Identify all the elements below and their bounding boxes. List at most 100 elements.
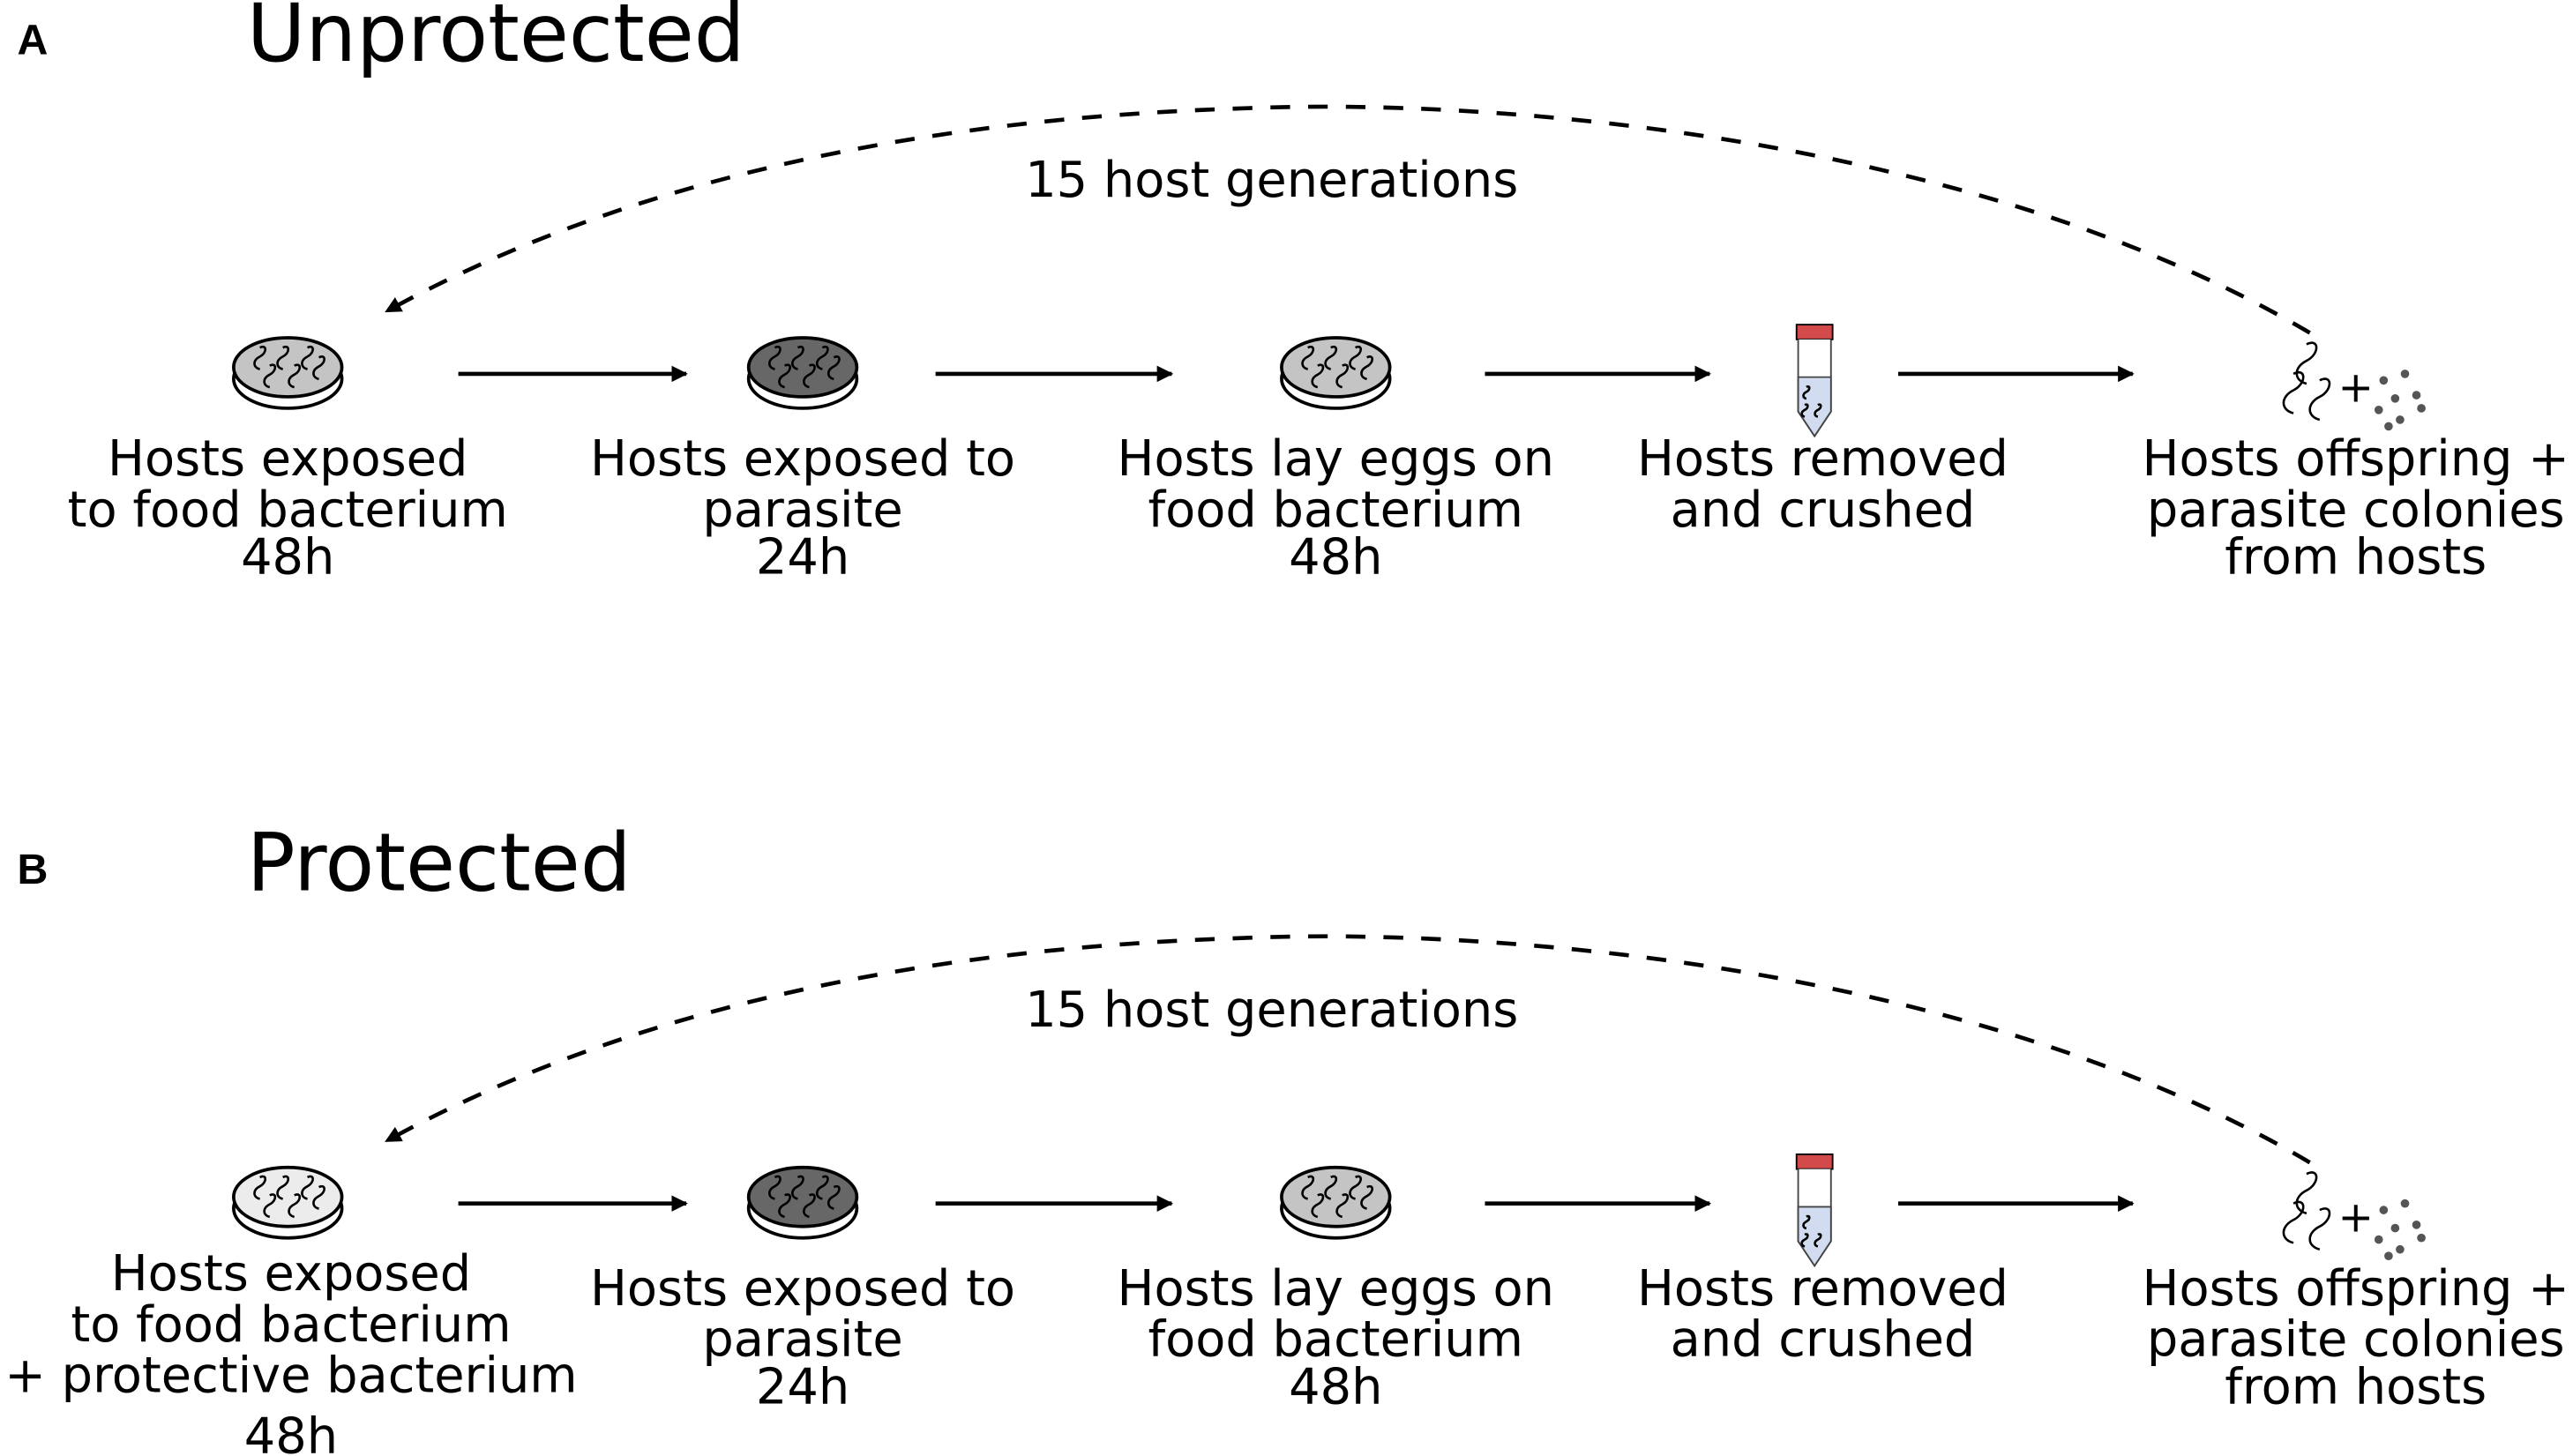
step-label-line: Hosts exposed to (590, 1260, 1015, 1318)
parasite-colony-dot (2374, 1235, 2383, 1244)
parasite-colony-dot (2417, 1233, 2426, 1243)
worm-shape (1349, 1175, 1363, 1200)
plate-food-bacterium-icon (232, 336, 344, 410)
tube-cap (1795, 1153, 1834, 1170)
worm-shape (1335, 363, 1350, 389)
offspring-and-colonies-icon: + (2282, 1171, 2426, 1261)
step-label-line: Hosts exposed (111, 1245, 471, 1303)
parasite-colony-dot (2400, 1198, 2410, 1208)
worm-shape (263, 1193, 277, 1219)
worm-shape (2282, 370, 2305, 414)
worm-shape (312, 1184, 325, 1210)
worm-shape (1324, 1175, 1338, 1200)
plate-food-bacterium-icon (1280, 336, 1392, 410)
step-label-line: Hosts lay eggs on (1118, 430, 1555, 488)
worm-shape (778, 363, 791, 389)
plate-food-bacterium-icon (1280, 1165, 1392, 1240)
worm-shape (253, 1175, 267, 1200)
plus-sign: + (2337, 363, 2374, 413)
step-label-line: Hosts lay eggs on (1118, 1260, 1555, 1318)
worm-shape (2295, 1171, 2318, 1215)
step-5: +Hosts offspring +parasite coloniesfrom … (2143, 1171, 2569, 1416)
cycle-arrow-dashed (385, 934, 2311, 1165)
step-label-line: Hosts offspring + (2143, 1260, 2569, 1318)
plate-parasite-icon (746, 1165, 859, 1240)
step-5: +Hosts offspring +parasite coloniesfrom … (2143, 341, 2569, 586)
step-label-line: 48h (1289, 529, 1382, 586)
worm-shape (1802, 385, 1811, 400)
offspring-and-colonies-icon: + (2282, 341, 2426, 431)
parasite-colony-dot (2390, 1223, 2400, 1233)
step-label-line: food bacterium (1148, 482, 1524, 539)
worm-shape (1311, 363, 1325, 389)
worm-shape (768, 1175, 782, 1200)
plate-parasite-icon (746, 336, 859, 410)
worm-shape (288, 363, 302, 389)
plate-food-protective-bacterium-icon (232, 1165, 344, 1240)
worm-shape (2282, 1200, 2305, 1244)
plate-top (1280, 1165, 1392, 1228)
plate-top (746, 1165, 859, 1228)
step-label-line: Hosts removed (1637, 430, 2008, 488)
worm-shape (1301, 345, 1315, 370)
parasite-colony-dot (2417, 404, 2426, 413)
worm-shape (1800, 1233, 1809, 1248)
worm-shape (276, 345, 290, 370)
worm-shape (301, 1175, 314, 1200)
panel-title: Protected (247, 817, 632, 910)
panel-title: Unprotected (247, 0, 745, 80)
worm-shape (288, 1193, 302, 1219)
cycle-label: 15 host generations (1025, 152, 1518, 209)
step-label-line: parasite colonies (2147, 482, 2565, 539)
worm-shape (803, 363, 816, 389)
parasite-colony-dot (2396, 415, 2405, 424)
worm-shape (1360, 1184, 1374, 1210)
plus-sign: + (2337, 1192, 2374, 1242)
worm-shape (827, 1184, 841, 1210)
worm-shape (1814, 403, 1822, 418)
worm-shape (1349, 345, 1363, 370)
tube-icon (1795, 1153, 1834, 1268)
step-label-line: and crushed (1671, 1311, 1976, 1369)
worm-shape (791, 1175, 804, 1200)
worm-shape (815, 1175, 829, 1200)
step-label-line: to food bacterium (71, 1296, 511, 1354)
parasite-colony-dot (2374, 405, 2383, 414)
panel-letter: A (17, 16, 48, 63)
tube-liquid (1797, 376, 1832, 438)
tube-icon (1795, 324, 1834, 438)
worm-shape (263, 363, 277, 389)
worm-shape (1360, 355, 1374, 381)
step-label-line: Hosts removed (1637, 1260, 2008, 1318)
worm-shape (768, 345, 782, 370)
worm-shape (1324, 345, 1338, 370)
step-label-line: parasite (702, 482, 902, 539)
worm-shape (2308, 377, 2331, 422)
parasite-colony-dot (2384, 422, 2393, 431)
step-label-line: parasite (702, 1311, 902, 1369)
step-label-line: 48h (241, 529, 334, 586)
worm-shape (1335, 1193, 1350, 1219)
worm-shape (1301, 1175, 1315, 1200)
worm-shape (827, 355, 841, 381)
worm-shape (803, 1193, 816, 1219)
step-label-line: Hosts offspring + (2143, 430, 2569, 488)
step-label-line: Hosts exposed to (590, 430, 1015, 488)
step-label-line: 48h (1289, 1359, 1382, 1416)
worm-shape (312, 355, 325, 381)
step-label-line: from hosts (2225, 1359, 2487, 1416)
worm-shape (791, 345, 804, 370)
worm-shape (1814, 1233, 1822, 1248)
parasite-colony-dot (2412, 1221, 2421, 1229)
tube-cap (1795, 324, 1834, 340)
parasite-colony-dot (2379, 376, 2389, 385)
parasite-colony-dot (2390, 393, 2400, 403)
